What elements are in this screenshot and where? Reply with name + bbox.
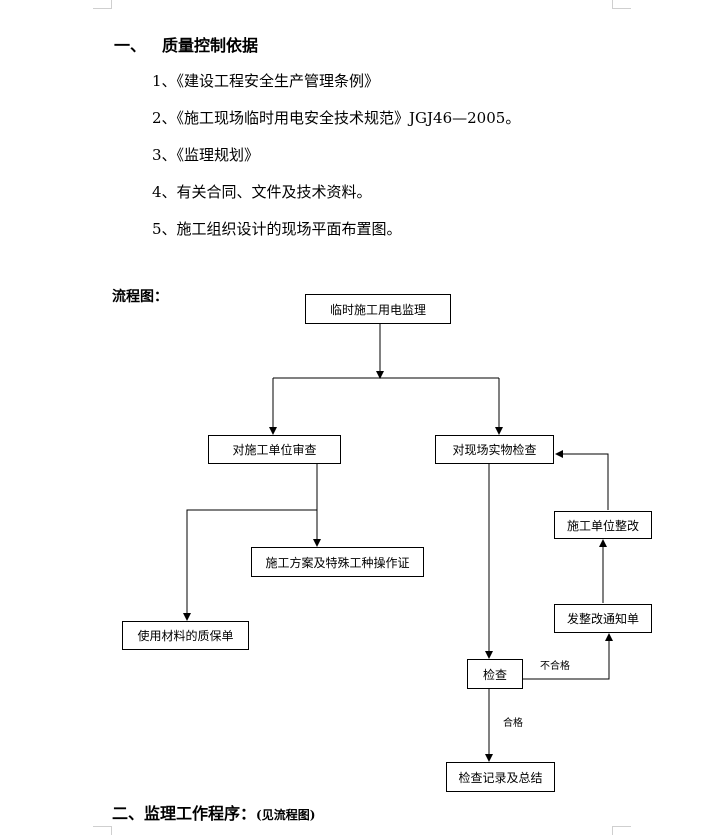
section1-title: 质量控制依据 [162,36,259,55]
node-plan-cert: 施工方案及特殊工种操作证 [251,547,424,577]
flowchart-label: 流程图： [112,289,168,305]
node-review: 对施工单位审查 [208,435,341,464]
edge-check-to-notice [522,633,613,680]
node-root: 临时施工用电监理 [305,294,451,324]
basis-item-3: 3、《监理规划》 [152,146,260,164]
corner-mark-bottom-right [612,826,631,835]
node-rectify-unit: 施工单位整改 [554,511,652,539]
section2-title: 二、监理工作程序： [112,804,257,823]
section2-heading: 二、监理工作程序：(见流程图) [112,800,315,824]
edge-review-to-materials [183,509,317,621]
node-record: 检查记录及总结 [446,762,555,792]
basis-item-2: 2、《施工现场临时用电安全技术规范》JGJ46—2005。 [152,109,521,127]
edge-label-pass: 合格 [503,718,523,729]
node-check: 检查 [467,659,523,689]
section1-number: 一、 [114,36,147,55]
edge-label-fail: 不合格 [540,661,570,672]
section2-note: (见流程图) [256,808,316,822]
edge-rectify-to-inspect [555,450,609,510]
node-inspect-site: 对现场实物检查 [435,435,554,464]
basis-item-1: 1、《建设工程安全生产管理条例》 [152,72,380,90]
basis-item-4: 4、有关合同、文件及技术资料。 [152,183,372,201]
node-notice: 发整改通知单 [554,604,652,633]
corner-mark-top-left [93,0,112,9]
basis-item-5: 5、施工组织设计的现场平面布置图。 [152,220,402,238]
corner-mark-bottom-left [93,826,112,835]
corner-mark-top-right [612,0,631,9]
section1-heading: 一、质量控制依据 [114,32,258,56]
node-materials: 使用材料的质保单 [122,621,249,650]
